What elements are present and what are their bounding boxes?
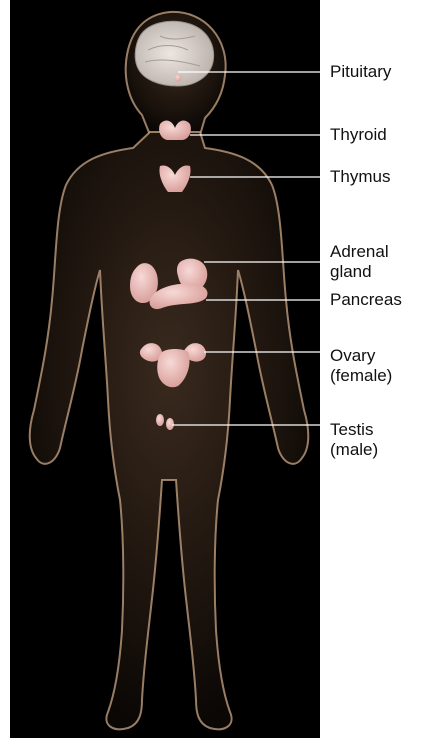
label-pituitary: Pituitary [330, 62, 391, 82]
human-body-figure [10, 0, 320, 738]
label-thyroid-text: Thyroid [330, 125, 387, 145]
label-adrenal-line1: Adrenal [330, 242, 389, 262]
brain-illustration [135, 21, 213, 86]
label-ovary-line1: Ovary [330, 346, 392, 366]
label-pancreas: Pancreas [330, 290, 402, 310]
label-testis-line2: (male) [330, 440, 378, 460]
label-adrenal-line2: gland [330, 262, 389, 282]
label-thymus: Thymus [330, 167, 390, 187]
label-adrenal-gland: Adrenal gland [330, 242, 389, 282]
label-ovary: Ovary (female) [330, 346, 392, 386]
label-pancreas-text: Pancreas [330, 290, 402, 310]
label-testis: Testis (male) [330, 420, 378, 460]
label-pituitary-text: Pituitary [330, 62, 391, 82]
label-testis-line1: Testis [330, 420, 378, 440]
pituitary-gland [175, 75, 182, 82]
testis-left [156, 414, 164, 426]
label-thyroid: Thyroid [330, 125, 387, 145]
label-ovary-line2: (female) [330, 366, 392, 386]
label-thymus-text: Thymus [330, 167, 390, 187]
testis-right [166, 418, 174, 430]
